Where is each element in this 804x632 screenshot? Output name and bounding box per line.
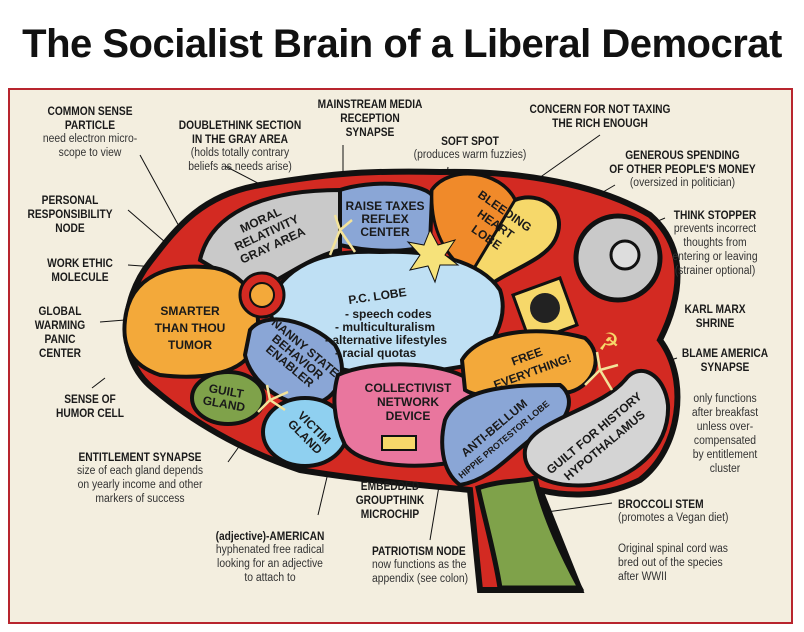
callout-only-functions: only functions after breakfast unless ov… — [691, 393, 759, 475]
callout-spinal-cord: Original spinal cord was bred out of the… — [618, 543, 728, 583]
broccoli-stem — [475, 474, 585, 591]
soft-spot-starburst — [406, 228, 460, 284]
callout-personal-responsibility: PERSONAL RESPONSIBILITY NODE — [27, 193, 113, 235]
guilt-history-region — [522, 368, 671, 488]
callout-groupthink: EMBEDDED GROUPTHINK MICROCHIP — [355, 479, 425, 521]
callout-broccoli: BROCCOLI STEM(promotes a Vegan diet) — [618, 497, 729, 524]
microchip-icon — [381, 435, 417, 451]
callout-concern-taxing: CONCERN FOR NOT TAXING THE RICH ENOUGH — [529, 102, 671, 130]
region-label-collectivist: COLLECTIVIST — [365, 381, 452, 395]
svg-text:- speech codes- multiculturali: - speech codes- multiculturalism- altern… — [325, 307, 447, 360]
callout-global-warming: GLOBAL WARMING PANIC CENTER — [34, 304, 86, 360]
callout-blame-america: BLAME AMERICA SYNAPSE — [681, 346, 769, 374]
region-label-raise-taxes: RAISE TAXES — [345, 199, 424, 213]
region-label-guilt-gland: GUILT — [208, 381, 246, 401]
callout-mainstream-media: MAINSTREAM MEDIA RECEPTION SYNAPSE — [317, 97, 423, 139]
callout-generous-spending: GENEROUS SPENDING OF OTHER PEOPLE'S MONE… — [609, 148, 756, 189]
callout-humor-cell: SENSE OF HUMOR CELL — [56, 392, 124, 420]
page-title: The Socialist Brain of a Liberal Democra… — [22, 22, 782, 66]
guilt-gland-region — [190, 370, 266, 426]
callout-doublethink: DOUBLETHINK SECTION IN THE GRAY AREA(hol… — [178, 118, 302, 173]
callout-work-ethic: WORK ETHIC MOLECULE — [47, 256, 113, 284]
callout-soft-spot: SOFT SPOT(produces warm fuzzies) — [413, 134, 527, 161]
callout-karl-marx: KARL MARX SHRINE — [684, 302, 746, 330]
region-label-smarter: SMARTER — [160, 304, 220, 318]
hammer-sickle-icon: ☭ — [598, 329, 620, 356]
synapse-icons — [257, 214, 619, 413]
